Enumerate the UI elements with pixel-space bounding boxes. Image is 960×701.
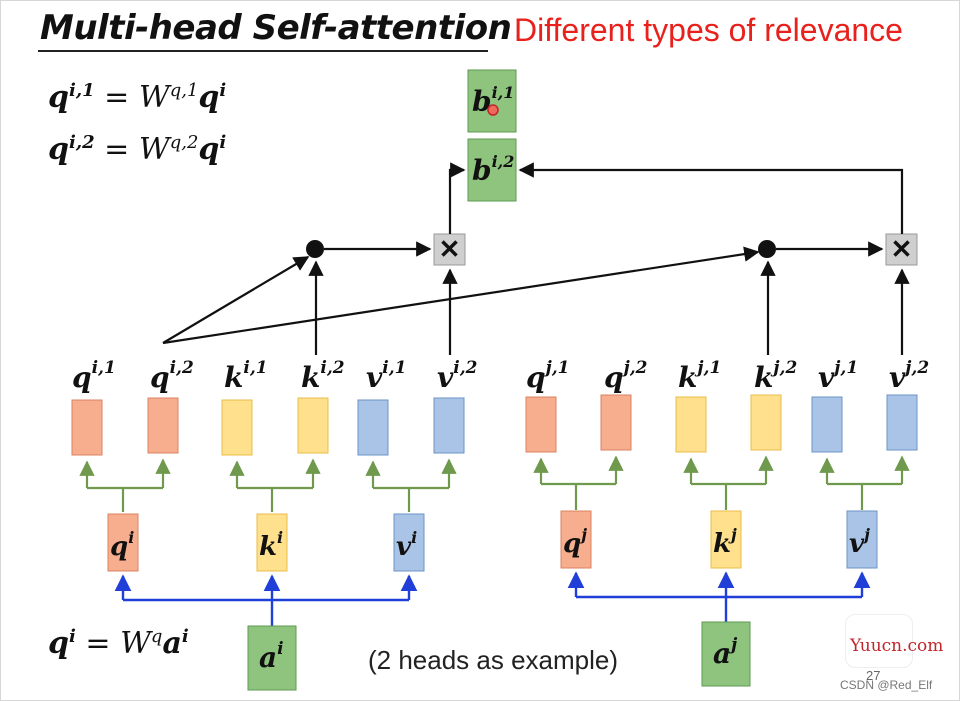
box-v-j [846,510,878,569]
box-q-i1 [71,399,103,456]
box-q-j [560,510,592,569]
label-v-i1: vi,1 [366,358,407,394]
head-labels: qi,1 qi,2 ki,1 ki,2 vi,1 vi,2 qj,1 qj,2 … [72,358,929,394]
label-q-i1: qi,1 [72,358,116,394]
watermark-text: Yuucn.com [850,636,944,656]
page-number: 27 [866,668,881,683]
title-underline [38,50,488,52]
watermark-badge [845,614,913,668]
label-q-j1: qj,1 [526,358,569,394]
label-k-j: kj [713,525,737,559]
score-dot-j [758,240,776,258]
box-q-j2 [600,394,632,451]
label-k-j1: kj,1 [678,358,721,394]
box-k-j1 [675,396,707,453]
output-box-b-i1 [467,69,517,133]
equation-q-i1: qi,1 = Wq,1qi [48,80,227,115]
label-v-j: vj [849,525,870,559]
box-v-j1 [811,396,843,453]
label-k-i: ki [259,528,283,562]
output-box-b-i2 [467,138,517,202]
black-arrows [162,162,910,355]
output-label-b-i2: bi,2 [472,152,514,187]
label-v-i: vi [396,528,417,562]
label-k-i1: ki,1 [224,358,268,394]
multiply-icon-j: ✕ [891,234,913,264]
box-v-j2 [886,394,918,451]
label-v-i2: vi,2 [437,358,478,394]
multiply-box-j [885,233,918,266]
box-v-i [393,513,425,572]
box-k-i2 [297,397,329,454]
mid-labels: qi ki vi qj kj vj [110,525,870,562]
label-q-j: qj [563,525,587,559]
label-q-j2: qj,2 [604,358,648,394]
input-box-a-j [701,621,751,687]
box-q-j1 [525,396,557,453]
box-v-i2 [433,397,465,454]
credit-text: CSDN @Red_Elf [840,678,933,692]
mid-boxes [107,510,878,572]
input-label-a-i: ai [259,639,284,674]
label-v-j1: vj,1 [818,358,858,394]
box-q-i2 [147,397,179,454]
box-k-i [256,513,288,572]
input-box-a-i [247,625,297,691]
box-q-i [107,513,139,572]
label-q-i: qi [110,528,134,562]
label-v-j2: vj,2 [889,358,929,394]
input-label-a-j: aj [713,635,738,670]
box-k-i1 [221,399,253,456]
head-boxes [71,394,918,456]
score-dot-i [306,240,324,258]
equation-q-i2: qi,2 = Wq,2qi [48,132,227,167]
label-k-i2: ki,2 [301,358,345,394]
cursor-dot [487,104,499,116]
box-k-j [710,510,742,569]
equation-q-i: qi = Wqai [48,626,189,661]
green-split-arrows [79,455,910,512]
multiply-icon-i: ✕ [439,234,461,264]
label-q-i2: qi,2 [150,358,194,394]
box-v-i1 [357,399,389,456]
slide-subtitle: Different types of relevance [514,12,903,48]
example-note: (2 heads as example) [368,645,619,675]
blue-arrows [114,571,871,626]
slide-title: Multi-head Self-attention [40,8,512,48]
label-k-j2: kj,2 [754,358,797,394]
output-label-b-i1: bi,1 [472,83,514,118]
box-k-j2 [750,394,782,451]
